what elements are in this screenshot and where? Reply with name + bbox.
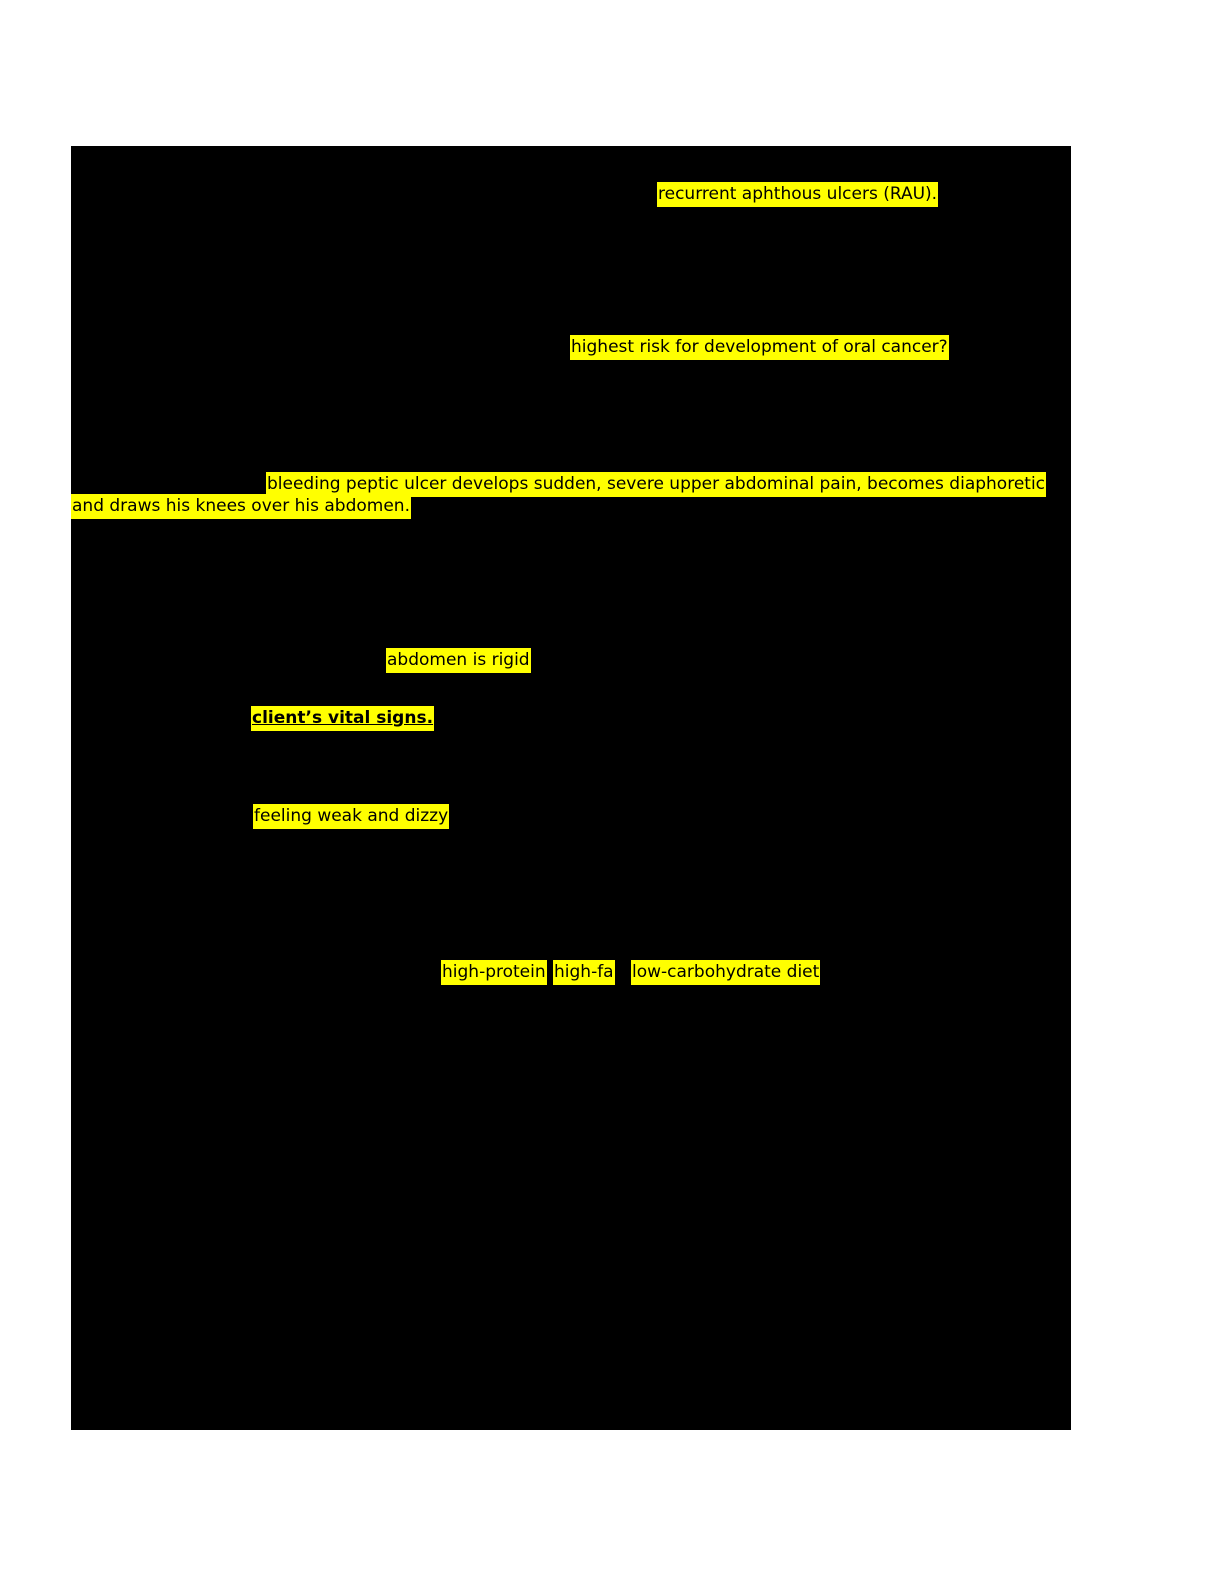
redacted-document-page: recurrent aphthous ulcers (RAU). highest… [71,146,1071,1430]
highlighted-text-low-carbohydrate-diet: low-carbohydrate diet [631,960,821,985]
highlighted-text-recurrent-aphthous-ulcers: recurrent aphthous ulcers (RAU). [657,182,939,207]
highlighted-text-peptic-ulcer-line-1: bleeding peptic ulcer develops sudden, s… [266,472,1047,497]
highlighted-text-peptic-ulcer-line-2: and draws his knees over his abdomen. [71,494,411,519]
highlighted-text-client-vital-signs: client’s vital signs. [251,706,435,731]
highlighted-text-high-fat: high-fa [553,960,615,985]
highlighted-text-feeling-weak-and-dizzy: feeling weak and dizzy [253,804,450,829]
highlighted-text-high-protein: high-protein [441,960,547,985]
highlighted-text-abdomen-is-rigid: abdomen is rigid [386,648,531,673]
highlighted-text-oral-cancer-risk: highest risk for development of oral can… [570,335,949,360]
